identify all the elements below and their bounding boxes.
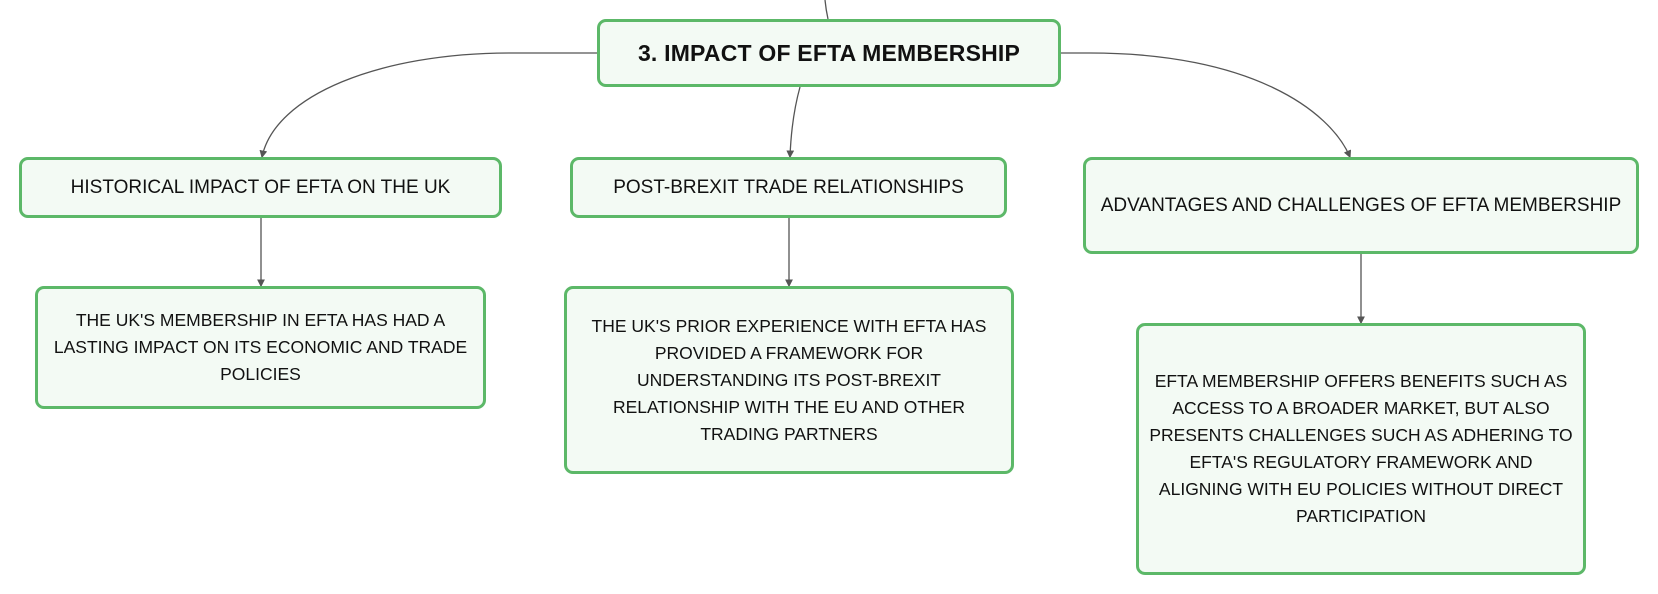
branch-node-advantages-challenges[interactable]: ADVANTAGES AND CHALLENGES OF EFTA MEMBER…: [1083, 157, 1639, 254]
branch-label: ADVANTAGES AND CHALLENGES OF EFTA MEMBER…: [1100, 194, 1622, 216]
detail-node-advantages-challenges[interactable]: EFTA MEMBERSHIP OFFERS BENEFITS SUCH AS …: [1136, 323, 1586, 575]
detail-text: EFTA MEMBERSHIP OFFERS BENEFITS SUCH AS …: [1149, 371, 1573, 526]
detail-node-post-brexit[interactable]: THE UK'S PRIOR EXPERIENCE WITH EFTA HAS …: [564, 286, 1014, 474]
connector-parent-to-root: [824, 0, 829, 20]
branch-label: HISTORICAL IMPACT OF EFTA ON THE UK: [70, 176, 451, 198]
detail-text: THE UK'S MEMBERSHIP IN EFTA HAS HAD A LA…: [53, 310, 468, 384]
branch-node-post-brexit[interactable]: POST-BREXIT TRADE RELATIONSHIPS: [570, 157, 1007, 218]
root-topic-label: 3. IMPACT OF EFTA MEMBERSHIP: [637, 39, 1021, 66]
branch-label: POST-BREXIT TRADE RELATIONSHIPS: [613, 176, 964, 198]
root-topic-node[interactable]: 3. IMPACT OF EFTA MEMBERSHIP: [597, 19, 1061, 87]
connector-root-to-branch-2: [786, 86, 801, 159]
detail-node-historical-impact[interactable]: THE UK'S MEMBERSHIP IN EFTA HAS HAD A LA…: [35, 286, 486, 409]
detail-text: THE UK'S PRIOR EXPERIENCE WITH EFTA HAS …: [591, 315, 987, 444]
branch-node-historical-impact[interactable]: HISTORICAL IMPACT OF EFTA ON THE UK: [19, 157, 502, 218]
connector-root-to-branch-3: [1061, 52, 1352, 159]
connector-root-to-branch-1: [259, 52, 597, 159]
